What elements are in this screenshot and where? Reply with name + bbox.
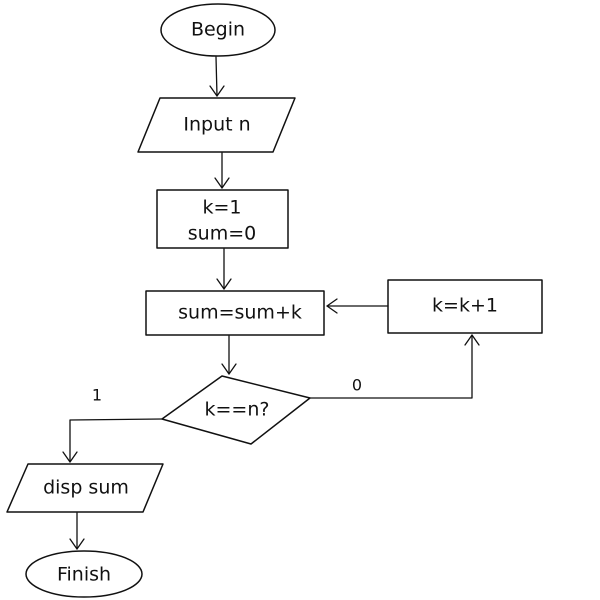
init-label-line2: sum=0 — [188, 223, 256, 245]
display-label: disp sum — [43, 477, 129, 499]
input-label: Input n — [183, 114, 250, 136]
edge-display-to-finish — [69, 512, 85, 550]
init-node: k=1 sum=0 — [156, 189, 289, 249]
edge-label-yes: 1 — [92, 386, 102, 405]
init-label-line1: k=1 — [202, 197, 241, 219]
finish-label: Finish — [57, 564, 111, 586]
accumulate-node: sum=sum+k — [145, 290, 325, 336]
input-node: Input n — [137, 97, 296, 153]
edge-increment-to-accumulate — [326, 298, 389, 314]
begin-node: Begin — [160, 3, 276, 57]
edge-accumulate-to-decision — [221, 335, 237, 375]
display-node: disp sum — [6, 463, 164, 513]
edge-label-no: 0 — [352, 376, 362, 395]
decision-node: k==n? — [161, 375, 311, 445]
edge-input-to-init — [214, 152, 230, 189]
finish-node: Finish — [25, 550, 143, 598]
accumulate-label: sum=sum+k — [178, 302, 302, 324]
increment-label: k=k+1 — [432, 295, 498, 317]
increment-node: k=k+1 — [387, 279, 543, 334]
edge-begin-to-input — [209, 56, 225, 97]
decision-label: k==n? — [205, 399, 270, 421]
edge-init-to-accumulate — [216, 248, 232, 290]
edge-decision-to-increment — [309, 334, 480, 399]
edge-decision-to-display — [62, 418, 163, 463]
begin-label: Begin — [191, 19, 245, 41]
